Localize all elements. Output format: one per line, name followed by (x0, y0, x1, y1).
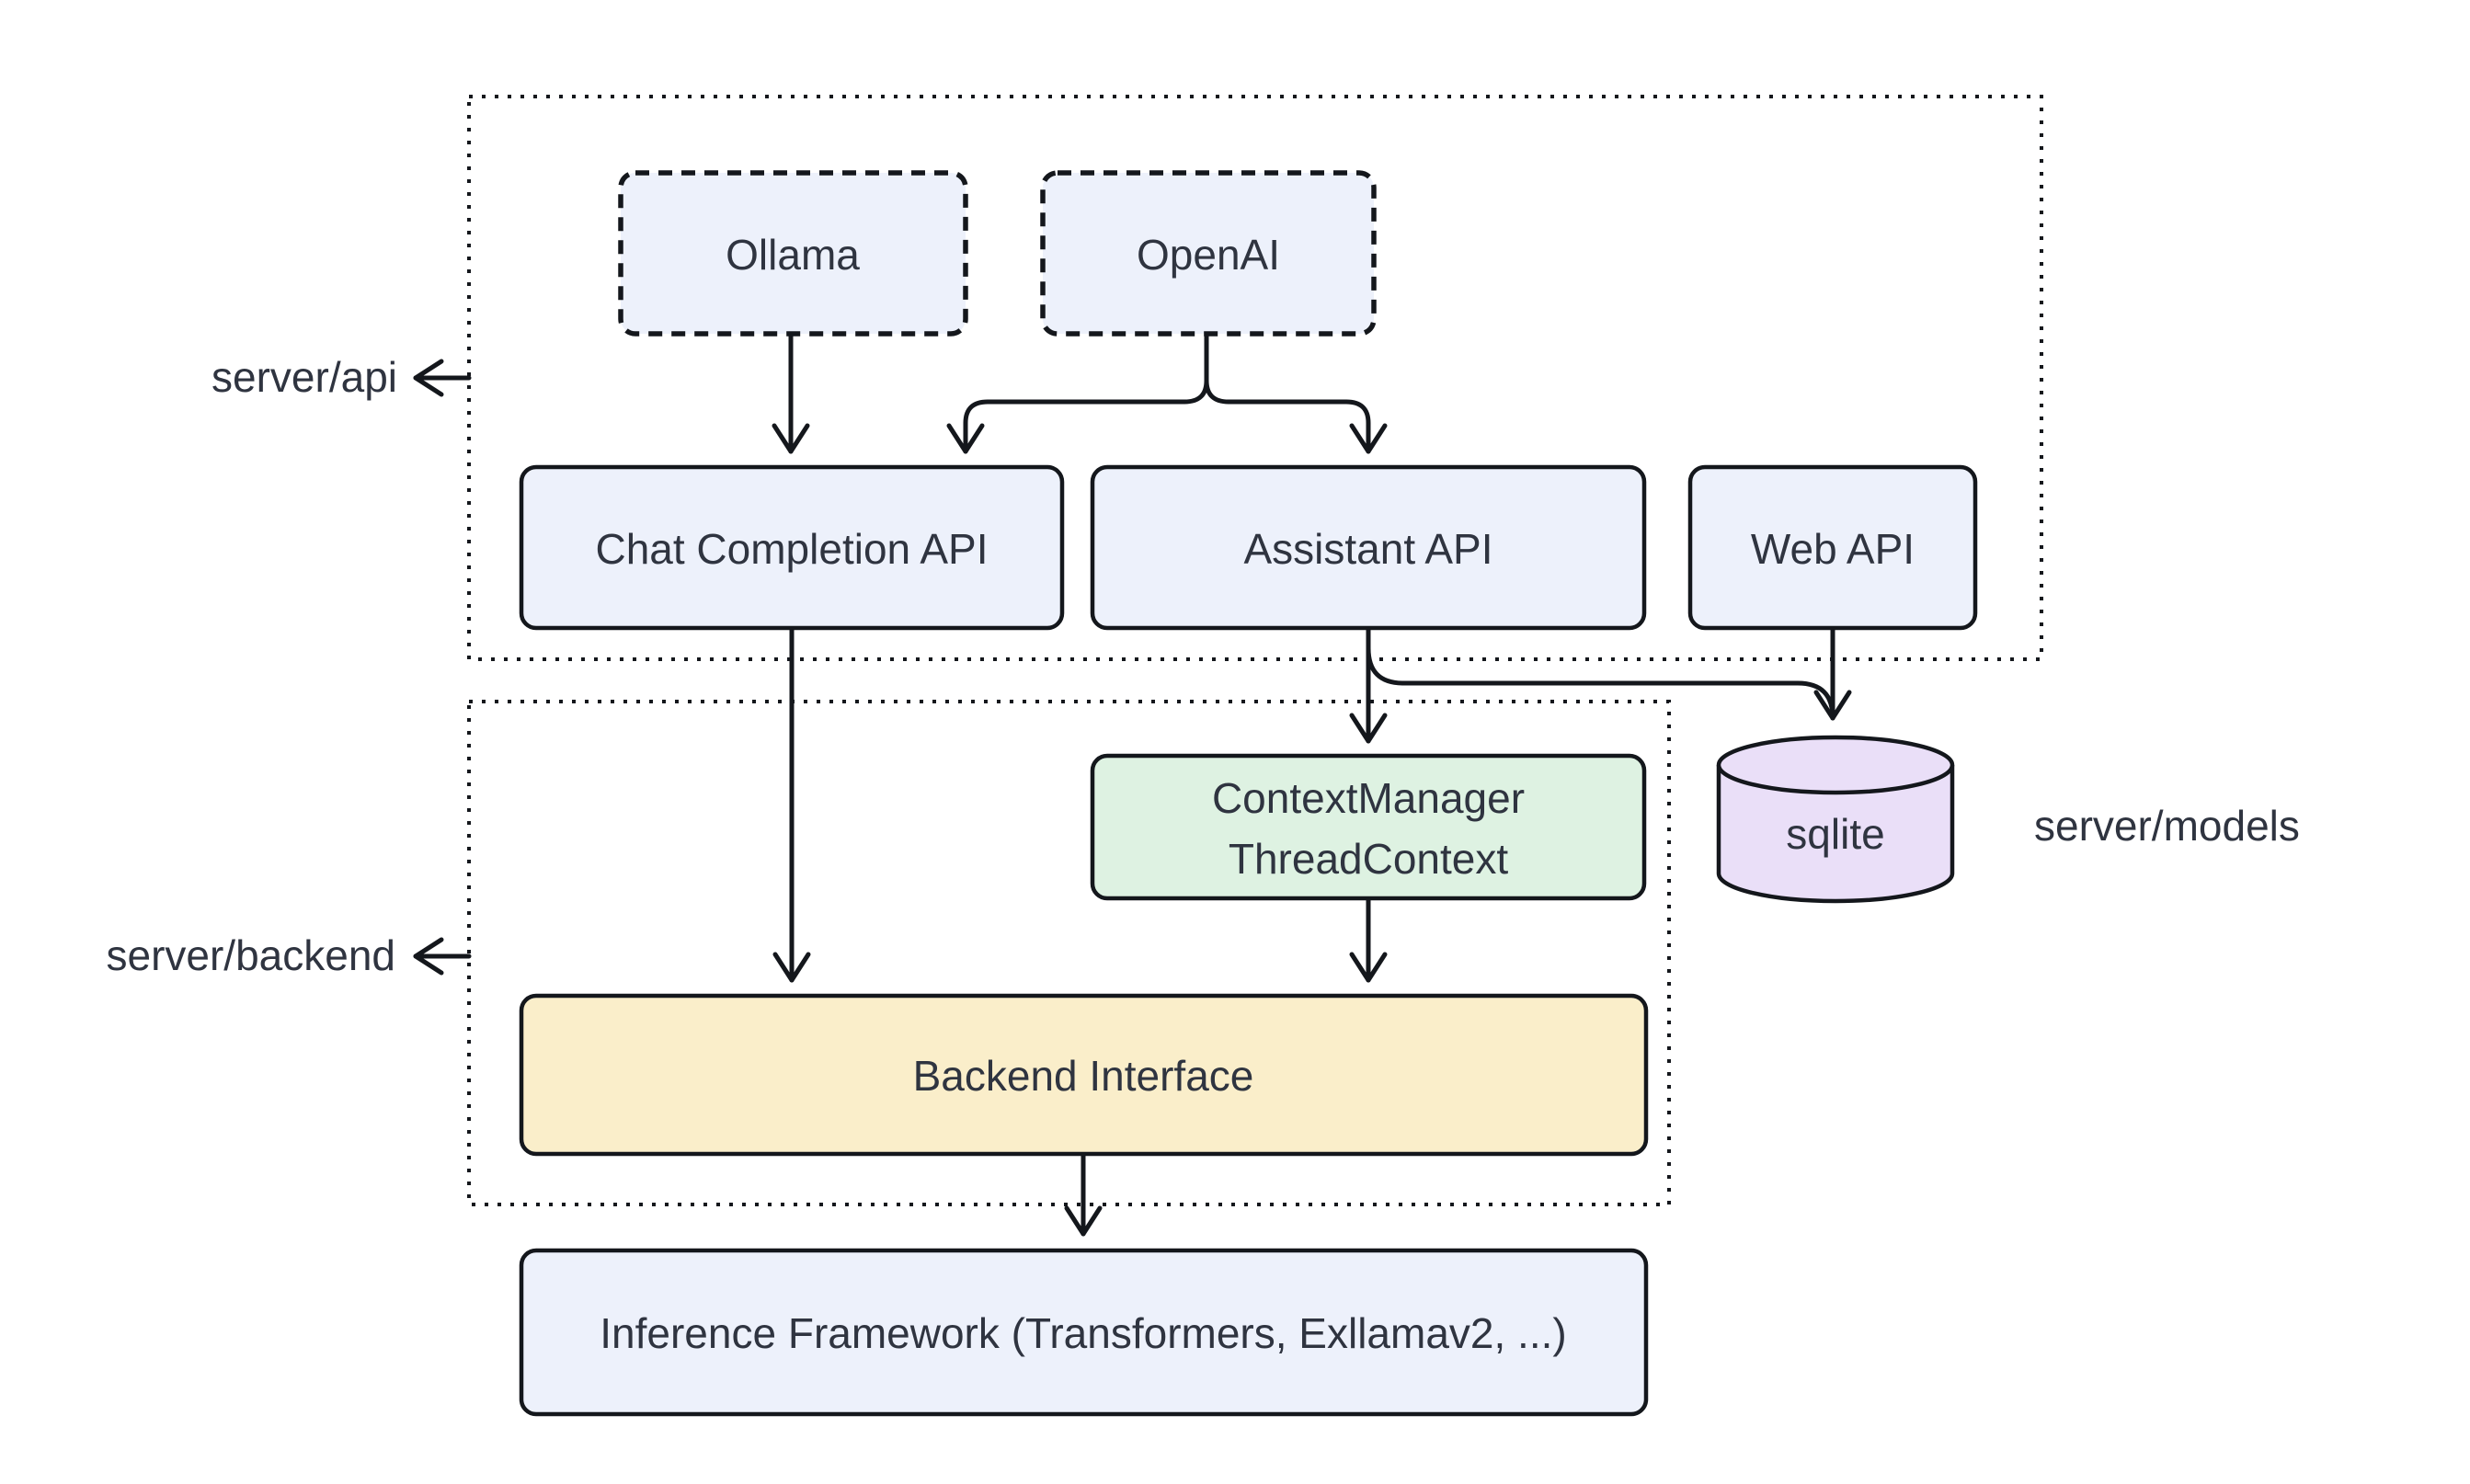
context-manager-box (1090, 753, 1647, 901)
assistant-api-label: Assistant API (1243, 525, 1492, 573)
context-manager-label-line1: ContextManager (1212, 774, 1525, 822)
node-assistant-api: Assistant API (1090, 464, 1647, 631)
node-inference-framework: Inference Framework (Transformers, Exlla… (519, 1248, 1649, 1417)
server-api-label: server/api (212, 353, 397, 401)
backend-interface-box (519, 993, 1649, 1157)
server-models-label: server/models (2034, 802, 2300, 850)
node-openai: OpenAI (1040, 170, 1377, 337)
web-api-box (1687, 464, 1978, 631)
assistant-api-box (1090, 464, 1647, 631)
ollama-box (618, 170, 968, 337)
chat-completion-api-box (519, 464, 1065, 631)
openai-box (1040, 170, 1377, 337)
sqlite-label: sqlite (1786, 810, 1884, 858)
sqlite-cylinder-top (1716, 735, 1955, 795)
web-api-label: Web API (1751, 525, 1915, 573)
server-api-container (467, 95, 2043, 661)
node-backend-interface: Backend Interface (519, 993, 1649, 1157)
sqlite-cylinder-body (1716, 765, 1955, 904)
node-ollama: Ollama (618, 170, 968, 337)
node-web-api: Web API (1687, 464, 1978, 631)
node-chat-completion-api: Chat Completion API (519, 464, 1065, 631)
context-manager-label-line2: ThreadContext (1229, 835, 1508, 883)
node-sqlite: sqlite (1716, 735, 1955, 904)
server-backend-label: server/backend (107, 931, 396, 979)
openai-label: OpenAI (1137, 231, 1280, 279)
inference-framework-box (519, 1248, 1649, 1417)
node-context-manager: ContextManager ThreadContext (1090, 753, 1647, 901)
server-backend-container (467, 700, 1671, 1206)
ollama-label: Ollama (726, 231, 860, 279)
edge-openai-to-assistant-api (1204, 331, 1388, 454)
chat-completion-api-label: Chat Completion API (595, 525, 988, 573)
edge-openai-to-chat-completion-api (946, 331, 1209, 454)
inference-framework-label: Inference Framework (Transformers, Exlla… (600, 1309, 1566, 1357)
backend-interface-label: Backend Interface (913, 1052, 1254, 1100)
